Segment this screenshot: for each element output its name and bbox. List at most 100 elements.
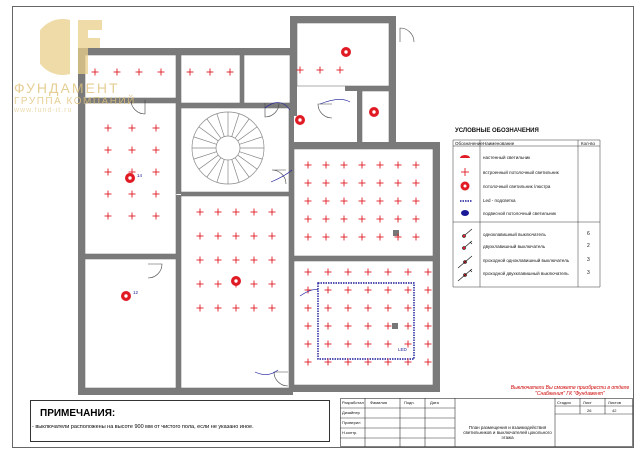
- recessed-light: [424, 304, 432, 312]
- recessed-light: [322, 179, 330, 187]
- legend-item: Led - подсветка: [483, 198, 516, 203]
- recessed-light: [196, 208, 204, 216]
- chandelier-center: [298, 118, 302, 122]
- stair-step: [216, 113, 225, 137]
- recessed-light: [358, 215, 366, 223]
- legend-qty: 3: [587, 270, 590, 276]
- recessed-light: [304, 268, 312, 276]
- recessed-light: [104, 124, 112, 132]
- recessed-light: [322, 161, 330, 169]
- wall-top-middle: [178, 48, 290, 55]
- wall-interior-2: [176, 48, 181, 194]
- recessed-light: [344, 340, 352, 348]
- stair-step: [193, 151, 217, 160]
- recessed-light: [104, 168, 112, 176]
- wall-east: [433, 142, 440, 390]
- recessed-light: [128, 124, 136, 132]
- recessed-light: [344, 322, 352, 330]
- recessed-light: [250, 232, 258, 240]
- recessed-light: [104, 190, 112, 198]
- recessed-light: [104, 212, 112, 220]
- recessed-light: [268, 232, 276, 240]
- recessed-light: [384, 286, 392, 294]
- legend-item: настенный светильник: [483, 155, 531, 160]
- single-switch-icon: [462, 228, 473, 238]
- stair-step: [234, 118, 250, 139]
- recessed-light: [324, 268, 332, 276]
- recessed-light: [226, 68, 234, 76]
- recessed-light: [412, 233, 420, 241]
- recessed-light: [186, 68, 194, 76]
- recessed-light: [384, 358, 392, 366]
- recessed-light: [340, 233, 348, 241]
- recessed-light: [376, 197, 384, 205]
- recessed-light: [304, 340, 312, 348]
- recessed-light: [394, 215, 402, 223]
- led-label: LED: [398, 347, 407, 352]
- wall-east-bottom: [293, 385, 440, 392]
- recessed-light: [304, 286, 312, 294]
- chandelier-center: [128, 176, 132, 180]
- logo-url: www.fund-it.ru: [14, 107, 73, 114]
- wall-interior-6: [289, 108, 294, 390]
- recessed-light: [358, 233, 366, 241]
- stamp-col: Фамилия: [370, 400, 387, 405]
- recessed-light: [250, 208, 258, 216]
- wall-interior-3: [178, 103, 293, 108]
- recessed-light: [304, 215, 312, 223]
- wall-top-left: [78, 48, 178, 55]
- recessed-light: [128, 190, 136, 198]
- recessed-light: [376, 233, 384, 241]
- recessed-light: [304, 197, 312, 205]
- wall-top-right: [290, 16, 396, 23]
- recessed-light: [324, 358, 332, 366]
- chandelier-center: [234, 279, 238, 283]
- recessed-light: [214, 256, 222, 264]
- stamp-stage-label: Стадия: [557, 400, 571, 405]
- spiral-staircase: [191, 111, 265, 185]
- stamp-row: Разработал: [342, 400, 364, 405]
- door-swings: [130, 27, 415, 387]
- recessed-light: [344, 286, 352, 294]
- led-strips: [317, 282, 415, 360]
- stair-step: [206, 157, 222, 178]
- chandelier-center: [372, 110, 376, 114]
- recessed-light: [394, 233, 402, 241]
- recessed-light: [424, 268, 432, 276]
- stair-step: [198, 154, 219, 170]
- recessed-light: [358, 197, 366, 205]
- wall-interior-4: [78, 254, 178, 259]
- wall-right-tower-left: [290, 16, 297, 116]
- recessed-light: [152, 168, 160, 176]
- recessed-light: [232, 304, 240, 312]
- recessed-light-icon: [461, 168, 469, 176]
- recessed-light: [376, 161, 384, 169]
- recessed-light: [268, 256, 276, 264]
- stamp-row: Проверил: [342, 420, 361, 425]
- room-label: 14: [137, 173, 143, 178]
- recessed-light: [384, 304, 392, 312]
- recessed-light: [324, 340, 332, 348]
- recessed-light: [128, 212, 136, 220]
- recessed-light: [404, 340, 412, 348]
- legend-item: двухклавишный выключатель: [483, 244, 546, 249]
- recessed-light: [424, 286, 432, 294]
- legend-qty: 3: [587, 257, 590, 263]
- legend-item: проходной одноклавишный выключатель: [483, 258, 570, 263]
- stamp-col: Дата: [430, 400, 439, 405]
- stair-step: [193, 136, 217, 145]
- stair-step: [239, 151, 263, 160]
- recessed-light: [340, 161, 348, 169]
- stamp-row: Н.контр.: [342, 430, 358, 435]
- recessed-light: [344, 304, 352, 312]
- recessed-light: [364, 322, 372, 330]
- recessed-light: [268, 280, 276, 288]
- wall-interior-1: [78, 98, 178, 103]
- stair-step: [237, 126, 258, 142]
- recessed-light: [412, 179, 420, 187]
- notes-box: [30, 400, 330, 442]
- recessed-light: [250, 304, 258, 312]
- stamp-sheets-number: 42: [612, 408, 617, 413]
